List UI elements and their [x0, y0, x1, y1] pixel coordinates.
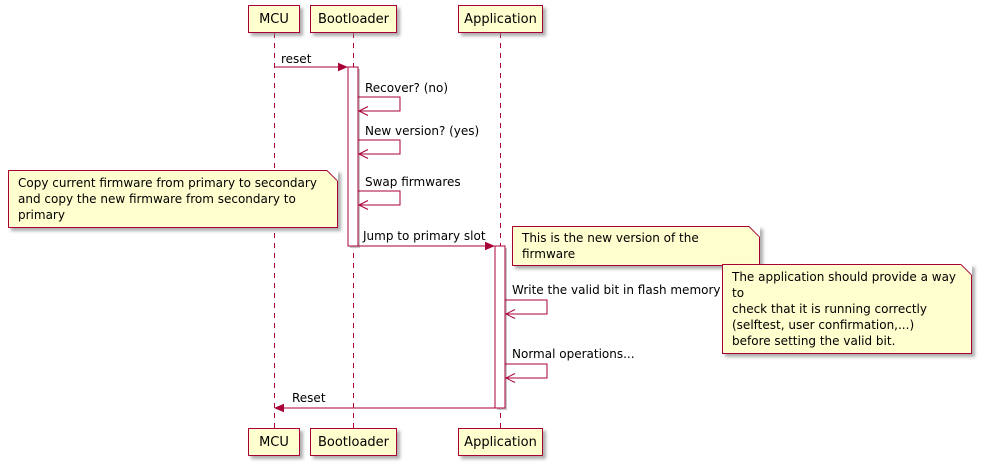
participant-mcu-top: MCU: [248, 5, 300, 33]
participant-bootloader-top: Bootloader: [310, 5, 397, 33]
arrow-reset: [275, 62, 348, 72]
message-label-normal-ops: Normal operations...: [512, 347, 635, 361]
participant-label: Bootloader: [317, 434, 390, 450]
message-label-recover: Recover? (no): [365, 81, 449, 95]
note-valid-bit: The application should provide a way to …: [722, 264, 972, 354]
message-label-write-valid: Write the valid bit in flash memory: [512, 283, 721, 297]
arrow-normal-ops-self: [504, 363, 548, 383]
activation-bootloader: [347, 66, 359, 247]
participant-label: Application: [464, 434, 537, 450]
participant-label: Bootloader: [317, 11, 390, 27]
arrow-new-version-self: [357, 139, 401, 159]
message-label-reset-back: Reset: [292, 391, 326, 405]
participant-label: MCU: [259, 434, 289, 450]
participant-mcu-bottom: MCU: [248, 428, 300, 456]
note-copy-firmware: Copy current firmware from primary to se…: [8, 170, 338, 228]
participant-application-bottom: Application: [458, 428, 543, 456]
message-label-reset: reset: [281, 52, 312, 66]
arrow-write-valid-self: [504, 299, 548, 319]
arrow-recover-self: [357, 96, 401, 116]
message-label-new-version: New version? (yes): [365, 124, 480, 138]
participant-bootloader-bottom: Bootloader: [310, 428, 397, 456]
participant-label: MCU: [259, 11, 289, 27]
arrow-reset-back: [274, 403, 495, 413]
arrow-swap-self: [357, 190, 401, 210]
arrow-jump: [358, 241, 495, 251]
note-new-firmware: This is the new version of the firmware: [512, 226, 760, 266]
message-label-jump: Jump to primary slot: [363, 229, 486, 243]
message-label-swap: Swap firmwares: [365, 175, 461, 189]
participant-label: Application: [464, 11, 537, 27]
activation-application: [494, 245, 506, 409]
participant-application-top: Application: [458, 5, 543, 33]
